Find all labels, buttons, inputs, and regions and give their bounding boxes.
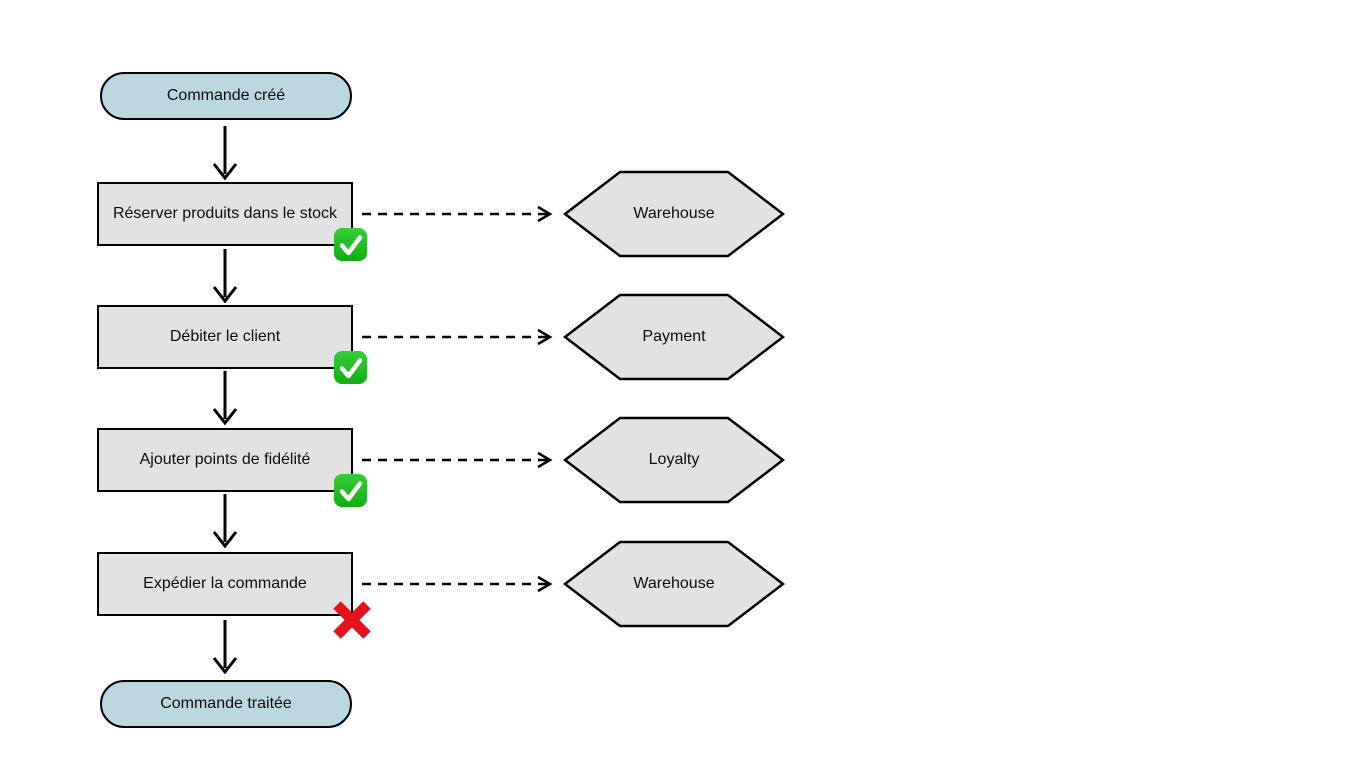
service-node-label: Loyalty: [648, 451, 700, 469]
dashed-arrow-icon: [362, 205, 553, 223]
check-icon: [334, 228, 367, 261]
step-node-expedier-commande: Expédier la commande: [97, 552, 371, 639]
down-arrow-icon: [212, 249, 238, 303]
service-node-label: Payment: [642, 328, 706, 346]
service-node-loyalty: Loyalty: [563, 416, 785, 504]
cross-icon: [333, 601, 371, 639]
step-node-points-fidelite: Ajouter points de fidélité: [97, 428, 367, 507]
step-node-label: Réserver produits dans le stock: [112, 205, 338, 223]
down-arrow-icon: [212, 371, 238, 425]
step-node-label: Débiter le client: [169, 328, 281, 346]
start-node-label: Commande créé: [166, 87, 286, 105]
service-node-warehouse-2: Warehouse: [563, 540, 785, 628]
step-node-debiter-client: Débiter le client: [97, 305, 367, 384]
service-node-label: Warehouse: [633, 575, 715, 593]
service-node-label: Warehouse: [633, 205, 715, 223]
down-arrow-icon: [212, 620, 238, 674]
check-icon: [334, 474, 367, 507]
dashed-arrow-icon: [362, 451, 553, 469]
step-node-label: Expédier la commande: [143, 575, 307, 593]
end-node: Commande traitée: [100, 680, 352, 728]
dashed-arrow-icon: [362, 575, 553, 593]
dashed-arrow-icon: [362, 328, 553, 346]
down-arrow-icon: [212, 126, 238, 180]
start-node: Commande créé: [100, 72, 352, 120]
check-icon: [334, 351, 367, 384]
service-node-payment: Payment: [563, 293, 785, 381]
step-node-reserver-produits: Réserver produits dans le stock: [97, 182, 367, 261]
step-node-label: Ajouter points de fidélité: [139, 451, 311, 469]
service-node-warehouse: Warehouse: [563, 170, 785, 258]
end-node-label: Commande traitée: [160, 695, 292, 713]
down-arrow-icon: [212, 494, 238, 548]
